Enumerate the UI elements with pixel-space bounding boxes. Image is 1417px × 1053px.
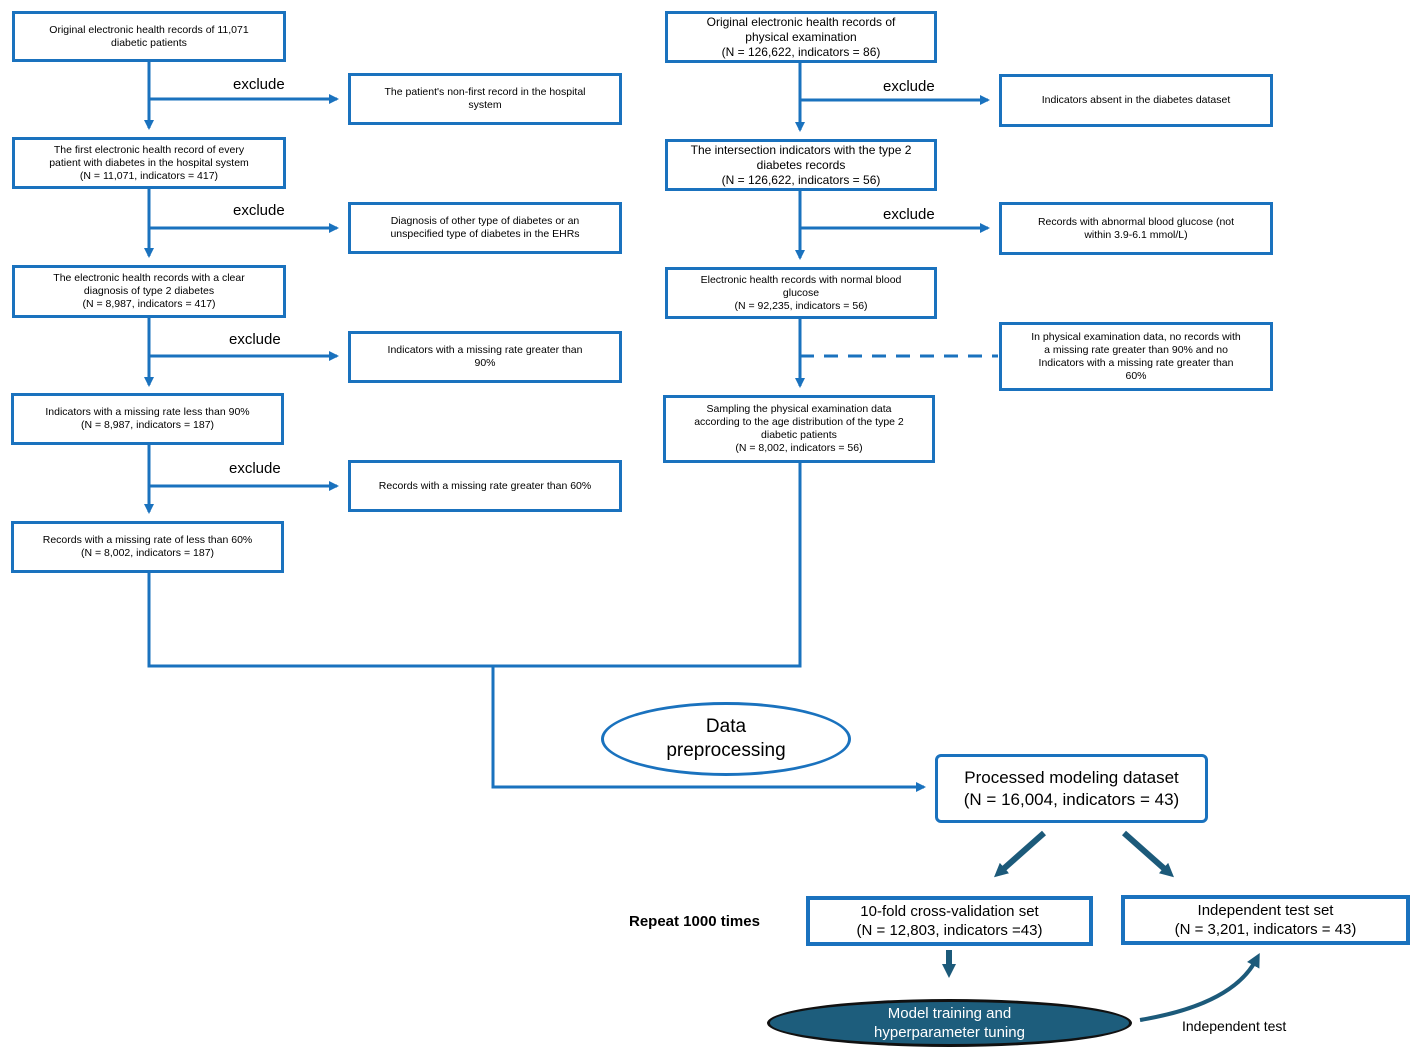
cv-line-1: 10-fold cross-validation set — [860, 903, 1039, 920]
merge-connector — [147, 462, 802, 668]
right-box-4-line-4: (N = 8,002, indicators = 56) — [735, 442, 863, 454]
left-box-2-line-3: (N = 11,071, indicators = 417) — [79, 169, 219, 182]
left-box-2-line-2: patient with diabetes in the hospital sy… — [49, 156, 249, 169]
right-box-1-line-3: (N = 126,622, indicators = 86) — [721, 44, 881, 59]
independent-test-label: Independent test — [1182, 1018, 1287, 1034]
left-exclusion-2-line-2: unspecified type of diabetes in the EHRs — [390, 228, 580, 240]
to-processed-arrow — [491, 666, 926, 792]
right-box-2-line-3: (N = 126,622, indicators = 56) — [721, 172, 881, 187]
right-box-1-line-2: physical examination — [745, 29, 857, 44]
preprocessing-line-1: Data — [705, 716, 747, 737]
repeat-label: Repeat 1000 times — [629, 913, 760, 930]
right-box-3-line-2: glucose — [782, 286, 820, 299]
exclude-label-left-1: exclude — [233, 76, 285, 93]
right-exclusion-2-line-1: Records with abnormal blood glucose (not — [1037, 215, 1235, 228]
left-box-1: Original electronic health records of 11… — [12, 11, 286, 62]
exclude-label-right-2: exclude — [883, 206, 935, 223]
right-box-4-line-2: according to the age distribution of the… — [694, 416, 904, 428]
left-exclusion-1-line-1: The patient's non-first record in the ho… — [384, 86, 586, 98]
right-exclusion-2: Records with abnormal blood glucose (not… — [999, 202, 1273, 255]
right-box-4: Sampling the physical examination data a… — [663, 395, 935, 463]
data-preprocessing-oval: Data preprocessing — [601, 702, 851, 776]
left-exclusion-2-line-1: Diagnosis of other type of diabetes or a… — [390, 215, 580, 227]
model-training-oval: Model training and hyperparameter tuning — [767, 999, 1132, 1047]
right-box-2-line-2: diabetes records — [756, 157, 846, 172]
left-exclusion-2: Diagnosis of other type of diabetes or a… — [348, 202, 622, 254]
right-exclusion-1-line-1: Indicators absent in the diabetes datase… — [1041, 94, 1231, 106]
left-exclusion-4: Records with a missing rate greater than… — [348, 460, 622, 512]
right-exclusion-2-line-2: within 3.9-6.1 mmol/L) — [1084, 228, 1188, 241]
left-exclusion-3: Indicators with a missing rate greater t… — [348, 331, 622, 383]
left-box-5: Records with a missing rate of less than… — [11, 521, 284, 573]
exclude-label-right-1: exclude — [883, 78, 935, 95]
left-box-4-line-2: (N = 8,987, indicators = 187) — [80, 419, 215, 431]
left-box-5-line-1: Records with a missing rate of less than… — [42, 534, 253, 546]
independent-test-arrow — [1139, 952, 1260, 1022]
left-exclusion-3-line-1: Indicators with a missing rate greater t… — [387, 344, 583, 356]
left-box-3-line-3: (N = 8,987, indicators = 417) — [82, 298, 216, 310]
left-exclusion-3-line-2: 90% — [474, 357, 496, 369]
test-line-2: (N = 3,201, indicators = 43) — [1174, 921, 1357, 938]
right-note-line-1: In physical examination data, no records… — [1031, 330, 1241, 343]
right-box-3: Electronic health records with normal bl… — [665, 267, 937, 319]
left-box-2-line-1: The first electronic health record of ev… — [53, 143, 245, 156]
left-exclusion-1: The patient's non-first record in the ho… — [348, 73, 622, 125]
right-note-line-3: Indicators with a missing rate greater t… — [1038, 356, 1234, 369]
arrow-to-test — [1122, 830, 1174, 878]
left-box-4-line-1: Indicators with a missing rate less than… — [45, 406, 250, 418]
exclude-label-left-3: exclude — [229, 331, 281, 348]
left-box-2: The first electronic health record of ev… — [12, 137, 286, 189]
left-box-3-line-2: diagnosis of type 2 diabetes — [83, 285, 215, 297]
test-line-1: Independent test set — [1197, 902, 1334, 919]
left-box-3: The electronic health records with a cle… — [12, 265, 286, 318]
left-box-5-line-2: (N = 8,002, indicators = 187) — [80, 547, 215, 559]
right-box-3-line-1: Electronic health records with normal bl… — [700, 273, 902, 286]
test-set-box: Independent test set (N = 3,201, indicat… — [1121, 895, 1410, 945]
right-note-box: In physical examination data, no records… — [999, 322, 1273, 391]
right-exclusion-1: Indicators absent in the diabetes datase… — [999, 74, 1273, 127]
arrow-to-cv — [994, 830, 1046, 878]
right-box-3-line-3: (N = 92,235, indicators = 56) — [734, 299, 868, 312]
exclude-label-left-2: exclude — [233, 202, 285, 219]
left-box-1-line-1: Original electronic health records of 11… — [49, 23, 249, 36]
model-line-2: hyperparameter tuning — [874, 1024, 1025, 1041]
right-box-1: Original electronic health records of ph… — [665, 11, 937, 63]
right-note-line-2: a missing rate greater than 90% and no — [1044, 343, 1228, 356]
exclude-label-left-4: exclude — [229, 460, 281, 477]
right-box-2: The intersection indicators with the typ… — [665, 139, 937, 191]
right-box-1-line-1: Original electronic health records of — [706, 14, 896, 29]
right-note-line-4: 60% — [1125, 369, 1147, 382]
cv-line-2: (N = 12,803, indicators =43) — [856, 922, 1043, 939]
processed-dataset-box: Processed modeling dataset (N = 16,004, … — [935, 754, 1208, 823]
left-exclusion-4-line-1: Records with a missing rate greater than… — [378, 479, 592, 492]
model-line-1: Model training and — [887, 1005, 1012, 1022]
cv-set-box: 10-fold cross-validation set (N = 12,803… — [806, 896, 1093, 946]
processed-line-2: (N = 16,004, indicators = 43) — [963, 789, 1180, 809]
left-box-4: Indicators with a missing rate less than… — [11, 393, 284, 445]
left-box-1-line-2: diabetic patients — [111, 36, 187, 49]
right-box-4-line-1: Sampling the physical examination data — [706, 403, 892, 415]
right-box-2-line-1: The intersection indicators with the typ… — [690, 142, 912, 157]
right-box-4-line-3: diabetic patients — [761, 429, 837, 441]
processed-line-1: Processed modeling dataset — [964, 767, 1179, 787]
left-box-3-line-1: The electronic health records with a cle… — [53, 272, 245, 284]
preprocessing-line-2: preprocessing — [666, 740, 786, 761]
left-exclusion-1-line-2: system — [468, 99, 502, 111]
